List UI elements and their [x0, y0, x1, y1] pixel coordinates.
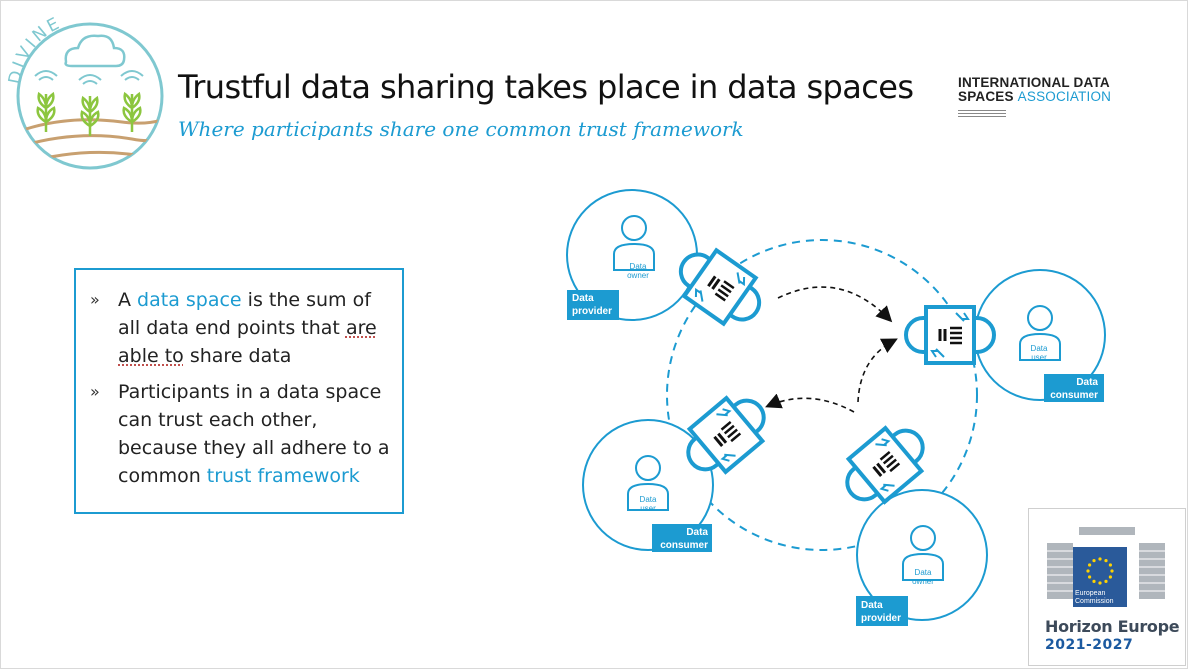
- bullet-text: A data space is the sum of all data end …: [118, 289, 377, 367]
- exchange-arrow: [765, 393, 855, 413]
- participant-node: Data owner Data provider: [566, 189, 698, 321]
- horizon-europe-label: Horizon Europe: [1045, 617, 1180, 636]
- participant-node: Data user Data consumer: [582, 419, 714, 552]
- role-label-2: consumer: [1050, 390, 1098, 401]
- person-label-2: user: [1031, 353, 1047, 362]
- exchange-arrow: [857, 338, 898, 403]
- page-subtitle: Where participants share one common trus…: [178, 117, 744, 141]
- role-label-1: Data: [861, 600, 883, 611]
- idsa-logo: INTERNATIONAL DATA SPACES ASSOCIATION: [958, 76, 1111, 119]
- role-label-2: provider: [861, 613, 901, 624]
- idsa-bars: [958, 110, 1006, 117]
- horizon-europe-logo: European Commission Horizon Europe 2021-…: [1028, 508, 1186, 666]
- idsa-line-1: INTERNATIONAL DATA: [958, 75, 1110, 90]
- highlight-trust-framework: trust framework: [206, 465, 360, 487]
- idsa-line-2-accent: ASSOCIATION: [1017, 89, 1112, 104]
- ec-line-2: Commission: [1075, 598, 1114, 605]
- horizon-europe-years: 2021-2027: [1045, 637, 1134, 653]
- spellcheck-underline: are able to: [118, 317, 377, 367]
- page-title: Trustful data sharing takes place in dat…: [178, 68, 914, 106]
- role-label-1: Data: [686, 527, 708, 538]
- role-label-2: provider: [572, 306, 612, 317]
- ec-building-emblem: European Commission: [1047, 527, 1165, 607]
- role-label-1: Data: [1076, 377, 1098, 388]
- ec-line-1: European: [1075, 590, 1105, 597]
- person-label-1: Data: [630, 262, 647, 271]
- bullet-box: » A data space is the sum of all data en…: [74, 268, 404, 514]
- idsa-line-2: SPACES: [958, 89, 1014, 104]
- person-label-1: Data: [640, 495, 657, 504]
- data-space-diagram: Data owner Data provider Data user Data …: [566, 189, 1106, 626]
- bullet-mark: »: [90, 382, 100, 401]
- participant-node: Data owner Data provider: [856, 489, 988, 626]
- bullet-text: Participants in a data space can trust e…: [118, 381, 390, 487]
- person-label-2: owner: [912, 577, 934, 586]
- participant-node: Data user Data consumer: [974, 269, 1106, 402]
- person-label-1: Data: [915, 568, 932, 577]
- role-label-2: consumer: [660, 540, 708, 551]
- role-label-1: Data: [572, 293, 594, 304]
- trust-framework-ring: [666, 239, 978, 551]
- divine-logo: DIVINE: [5, 13, 164, 170]
- person-label-2: user: [640, 504, 656, 513]
- bullet-mark: »: [90, 290, 100, 309]
- eu-stars: [1086, 557, 1114, 585]
- person-label-2: owner: [627, 271, 649, 280]
- person-label-1: Data: [1031, 344, 1048, 353]
- highlight-data-space: data space: [137, 289, 242, 311]
- exchange-arrow: [777, 286, 893, 323]
